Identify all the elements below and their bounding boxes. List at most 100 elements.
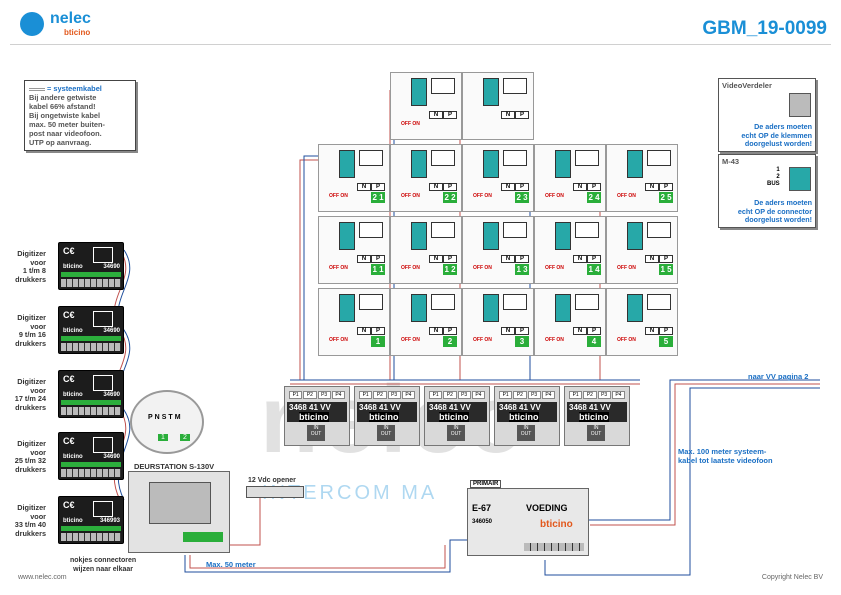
door-station-label: DEURSTATION S-130V	[134, 462, 215, 471]
logo-text: nelec	[50, 10, 91, 27]
m43-title: M-43	[722, 157, 740, 166]
digitizer-brand: bticino	[63, 328, 83, 334]
footer-website: www.nelec.com	[18, 574, 67, 581]
cable-note-line: UTP op aanvraag.	[29, 138, 92, 147]
digitizer-code: 346993	[99, 518, 120, 524]
terminal-block	[61, 279, 121, 287]
cable-note-title: = systeemkabel	[29, 84, 131, 93]
dip-switch-number: 1	[158, 434, 168, 441]
digitizer-code: 34690	[103, 328, 120, 334]
terminal-block	[61, 533, 121, 541]
psu-brand: bticino	[540, 519, 573, 530]
ce-mark-icon: C€	[63, 500, 75, 510]
opener-label: 12 Vdc opener	[248, 477, 296, 484]
cable-note-line: kabel 66% afstand!	[29, 102, 96, 111]
document-id: GBM_19-0099	[702, 18, 827, 39]
ce-mark-icon: C€	[63, 246, 75, 256]
digitizer-module: C€ bticino 346993	[58, 496, 124, 544]
digitizer-code: 34690	[103, 264, 120, 270]
ce-mark-icon: C€	[63, 436, 75, 446]
digitizer-module: C€ bticino 34690	[58, 370, 124, 418]
terminal-block	[61, 407, 121, 415]
logo-icon	[20, 12, 44, 36]
psu-top-label: PRIMAIR	[470, 480, 502, 488]
digitizer-brand: bticino	[63, 518, 83, 524]
digitizer-brand: bticino	[63, 264, 83, 270]
psu-terminals	[524, 543, 584, 551]
digitizer-brand: bticino	[63, 454, 83, 460]
terminal-icon	[789, 93, 811, 117]
digitizer-code: 34690	[103, 392, 120, 398]
door-station-board	[149, 482, 211, 524]
door-station	[128, 471, 230, 553]
digitizer-module: C€ bticino 34690	[58, 242, 124, 290]
cable-note: = systeemkabel Bij andere getwiste kabel…	[24, 80, 136, 151]
header-divider	[10, 44, 831, 45]
digitizer-code: 34690	[103, 454, 120, 460]
dip-switch-labels: PNSTM	[148, 414, 183, 421]
cable-note-line: Bij andere getwiste	[29, 93, 97, 102]
next-page-label: naar VV pagina 2	[748, 372, 809, 381]
digitizer-brand: bticino	[63, 392, 83, 398]
watermark-sub: INTERCOM MA	[262, 482, 438, 504]
cable-length-50: Max. 50 meter	[206, 560, 256, 569]
dip-switch-detail: PNSTM 1 2	[130, 390, 204, 454]
power-supply: PRIMAIR E-67 VOEDING bticino 346050	[467, 480, 589, 556]
digitizer-module: C€ bticino 34690	[58, 432, 124, 480]
terminal-block	[61, 469, 121, 477]
cable-note-line: post naar videofoon.	[29, 129, 102, 138]
psu-code: 346050	[472, 519, 493, 525]
dip-switch-number: 2	[180, 434, 190, 441]
footer-copyright: Copyright Nelec BV	[761, 574, 823, 581]
cable-note-line: Bij ongetwiste kabel	[29, 111, 101, 120]
nelec-logo: nelec bticino	[20, 10, 120, 40]
door-station-terminal	[183, 532, 223, 542]
digitizer-module: C€ bticino 34690	[58, 306, 124, 354]
video-verdeler-title: VideoVerdeler	[722, 81, 772, 90]
door-opener	[246, 486, 304, 498]
cable-length-100: Max. 100 meter systeem-kabel tot laatste…	[678, 447, 773, 465]
ce-mark-icon: C€	[63, 374, 75, 384]
terminal-block	[61, 343, 121, 351]
cable-note-line: max. 50 meter buiten-	[29, 120, 105, 129]
psu-model: E-67	[472, 503, 492, 513]
connector-icon	[789, 167, 811, 191]
psu-title: VOEDING	[526, 503, 568, 513]
logo-subtext: bticino	[64, 28, 91, 37]
ce-mark-icon: C€	[63, 310, 75, 320]
